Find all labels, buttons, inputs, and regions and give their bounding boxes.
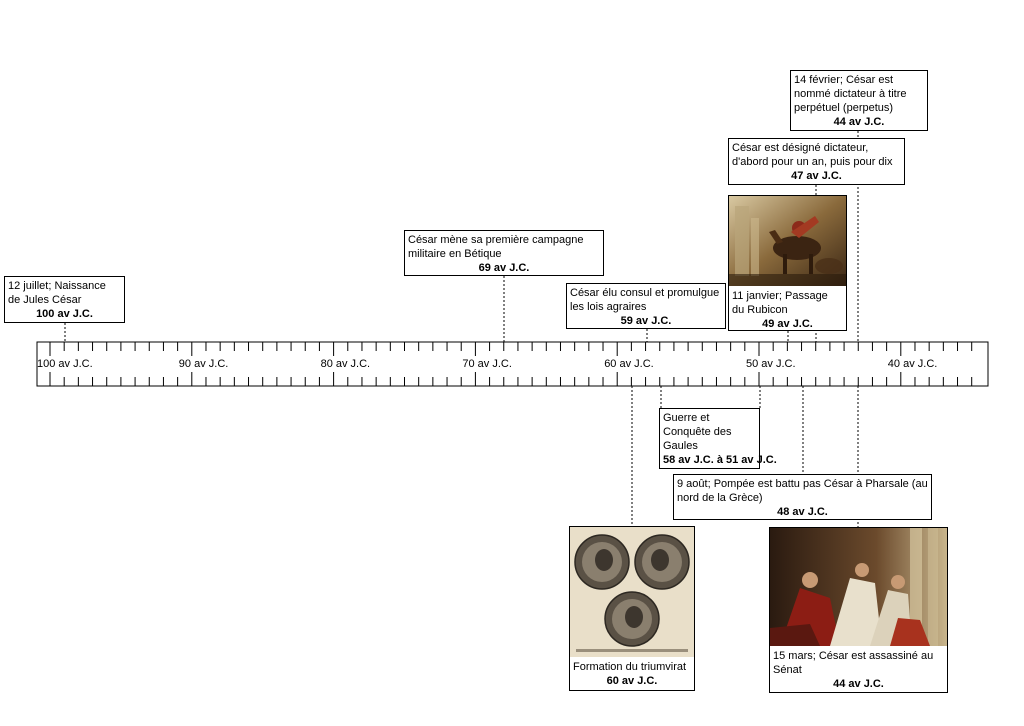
axis-tick-label: 60 av J.C. (604, 358, 654, 370)
event-perpetuel: 14 février; César est nommé dictateur à … (790, 70, 928, 131)
triumvirat-coins-image (570, 527, 694, 657)
event-description: César est désigné dictateur, d'abord pou… (732, 142, 893, 168)
event-description: 15 mars; César est assassiné au Sénat (773, 650, 934, 676)
event-description: 14 février; César est nommé dictateur à … (794, 74, 907, 114)
axis-tick-label: 40 av J.C. (888, 358, 938, 370)
event-description: Guerre et Conquête des Gaules (663, 412, 732, 452)
event-naissance: 12 juillet; Naissance de Jules César 100… (4, 276, 125, 323)
event-date: 58 av J.C. à 51 av J.C. (663, 454, 777, 466)
axis-tick-label: 80 av J.C. (321, 358, 371, 370)
event-date: 44 av J.C. (833, 678, 884, 690)
event-date: 49 av J.C. (762, 318, 813, 330)
event-pharsale: 9 août; Pompée est battu pas César à Pha… (673, 474, 932, 520)
timeline-tick-labels: 100 av J.C. 90 av J.C. 80 av J.C. 70 av J.C… (37, 358, 937, 370)
event-description: César mène sa première campagne militair… (408, 234, 584, 260)
event-date: 44 av J.C. (833, 116, 885, 128)
event-date: 60 av J.C. (606, 675, 658, 687)
event-description: César élu consul et promulgue les lois a… (570, 287, 720, 313)
axis-tick-label: 90 av J.C. (179, 358, 229, 370)
event-betique: César mène sa première campagne militair… (404, 230, 604, 276)
event-description: 9 août; Pompée est battu pas César à Pha… (677, 478, 928, 504)
rubicon-painting-image (729, 196, 846, 286)
event-dictateur: César est désigné dictateur, d'abord pou… (728, 138, 905, 185)
event-date: 59 av J.C. (620, 315, 672, 327)
event-consul: César élu consul et promulgue les lois a… (566, 283, 726, 329)
event-date: 69 av J.C. (478, 262, 530, 274)
event-date: 48 av J.C. (777, 506, 828, 518)
event-gaules: Guerre et Conquête des Gaules 58 av J.C.… (659, 408, 777, 469)
event-rubicon: 11 janvier; Passage du Rubicon 49 av J.C… (728, 195, 847, 331)
timeline-ticks (49, 342, 973, 386)
event-triumvirat: Formation du triumvirat 60 av J.C. (569, 526, 695, 691)
axis-tick-label: 100 av J.C. (37, 358, 93, 370)
axis-tick-label: 50 av J.C. (746, 358, 796, 370)
event-date: 100 av J.C. (36, 308, 93, 320)
event-description: 11 janvier; Passage du Rubicon (732, 290, 828, 316)
event-date: 47 av J.C. (791, 170, 842, 182)
event-description: Formation du triumvirat (573, 661, 687, 673)
event-description: 12 juillet; Naissance de Jules César (8, 280, 106, 306)
axis-tick-label: 70 av J.C. (462, 358, 512, 370)
assassinat-painting-image (770, 528, 947, 646)
event-assassinat: 15 mars; César est assassiné au Sénat 44… (769, 527, 948, 693)
